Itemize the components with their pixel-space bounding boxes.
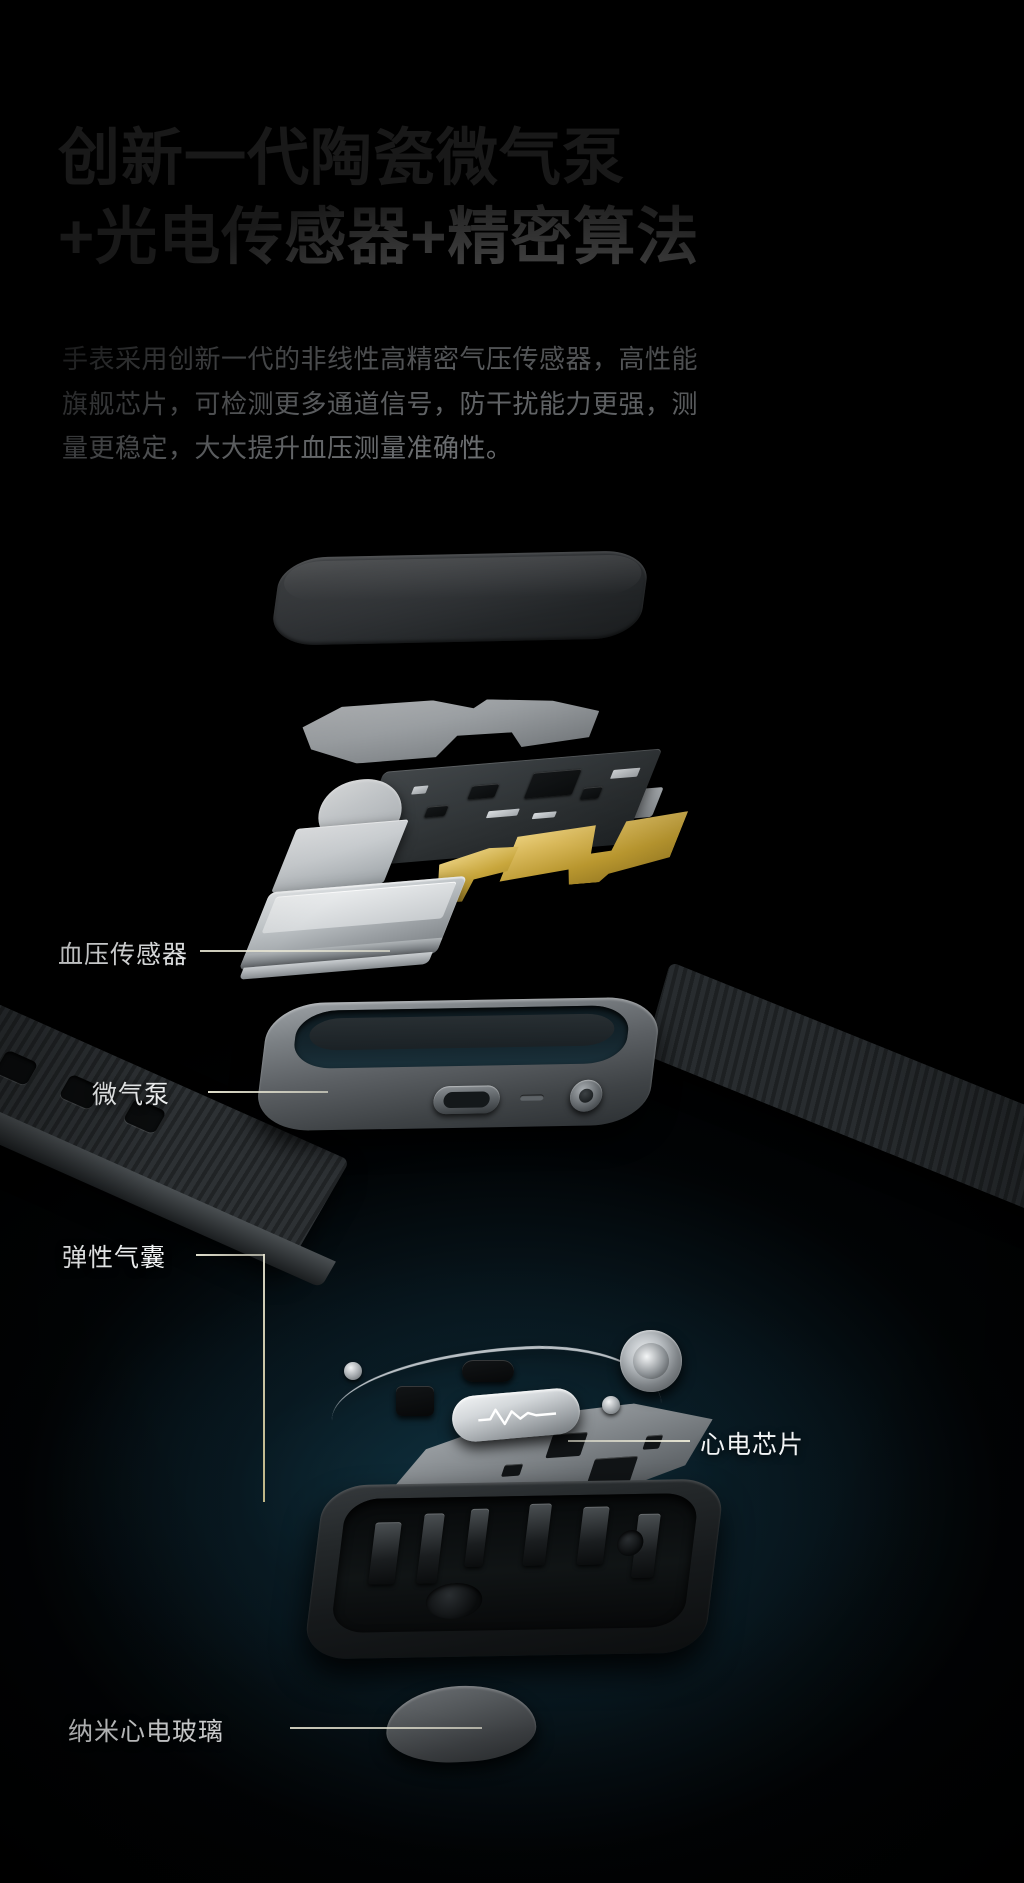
mount-post [396,1386,434,1416]
strap-hole [0,1049,39,1087]
callout-leader-line-ecg-chip [568,1440,690,1442]
callout-label-micro-air-pump: 微气泵 [92,1081,171,1109]
assembly-screw [602,1396,620,1414]
back-housing [302,1478,726,1660]
callout-label-ecg-chip: 心电芯片 [700,1431,805,1459]
pcb-pad [610,767,641,779]
microphone-slot [519,1094,545,1101]
pcb-pad [485,808,520,819]
ecg-smd-chip [642,1435,663,1450]
callout-leader-line-nano-ecg-glass [290,1727,482,1729]
heartbeat-icon [477,1408,557,1426]
display-glass-panel [269,550,651,646]
callout-leader-line-elastic-airbag-horizontal [196,1254,264,1256]
callout-label-nano-ecg-glass: 纳米心电玻璃 [68,1718,225,1746]
callout-label-elastic-airbag: 弹性气囊 [62,1244,167,1272]
callout-leader-line-blood-pressure-sensor [200,950,390,952]
callout-label-blood-pressure-sensor: 血压传感器 [58,941,189,969]
mount-post [462,1360,514,1382]
watch-case-frame [253,996,663,1132]
assembly-screw [344,1362,362,1380]
case-inner-lip [307,1013,617,1051]
nano-ecg-glass-panel [384,1682,538,1766]
pcb-pad [531,811,557,820]
callout-leader-line-elastic-airbag-vertical [263,1254,265,1502]
rotating-crown [568,1079,605,1112]
pcb-pad [410,785,429,795]
pcb-chip [467,783,500,800]
side-button [431,1085,502,1115]
callout-leader-line-micro-air-pump [208,1091,328,1093]
ecg-smd-chip [501,1464,523,1477]
watch-strap-right [643,961,1024,1231]
pcb-chip [579,786,604,800]
pcb-chip [423,804,450,818]
ecg-smd-chip [545,1432,588,1458]
metal-bracket [291,697,602,764]
pcb-chip [523,768,582,799]
